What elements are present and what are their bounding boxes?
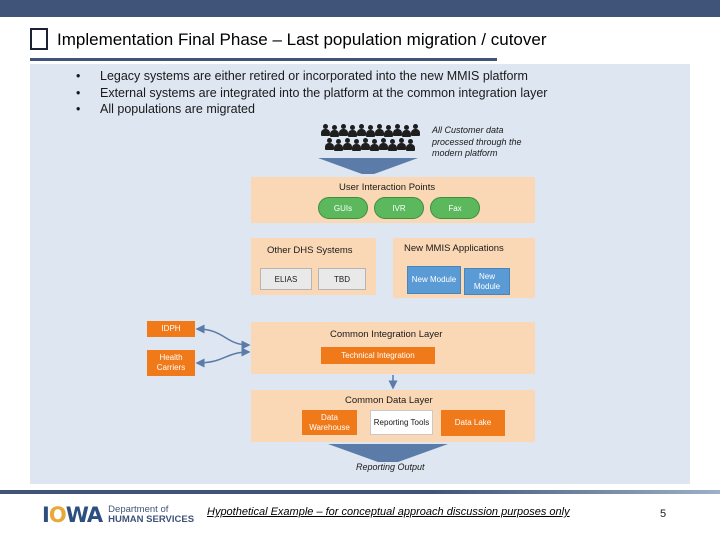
title-checkbox-icon (30, 28, 48, 50)
logo-line1: Department of (108, 504, 169, 515)
bullet-item: • External systems are integrated into th… (76, 85, 547, 102)
mmis-module-1: New Module (407, 266, 461, 294)
person-icon (374, 124, 385, 136)
person-icon (347, 125, 358, 137)
mmis-module-2: New Module (464, 268, 510, 295)
bullet-list: • Legacy systems are either retired or in… (76, 68, 547, 118)
channel-ivr: IVR (374, 197, 424, 219)
mmis-apps-label: New MMIS Applications (404, 243, 504, 254)
logo-line2: HUMAN SERVICES (108, 514, 195, 525)
logo-text: Department of HUMAN SERVICES (108, 505, 194, 525)
bullet-glyph: • (76, 102, 81, 116)
external-health-carriers: Health Carriers (147, 350, 195, 376)
header-bar (0, 0, 720, 17)
user-interaction-label: User Interaction Points (339, 182, 436, 193)
person-icon (342, 138, 353, 150)
slide-title: Implementation Final Phase – Last popula… (57, 30, 547, 49)
person-icon (401, 125, 412, 137)
person-icon (360, 138, 371, 150)
bullet-text: Legacy systems are either retired or inc… (100, 69, 528, 83)
reporting-output-label: Reporting Output (356, 462, 425, 472)
system-tbd: TBD (318, 268, 366, 290)
bullet-text: External systems are integrated into the… (100, 85, 548, 100)
person-icon (405, 139, 416, 151)
reporting-tools-box: Reporting Tools (370, 410, 433, 435)
system-elias: ELIAS (260, 268, 312, 290)
person-icon (351, 139, 362, 151)
bullet-item: • All populations are migrated (76, 101, 547, 118)
data-layer-label: Common Data Layer (345, 395, 433, 406)
footer-bar (0, 490, 720, 494)
external-idph: IDPH (147, 321, 195, 337)
person-icon (383, 125, 394, 137)
dhs-logo: IOWA Department of HUMAN SERVICES (42, 503, 194, 527)
person-icon (410, 124, 421, 136)
channel-guis: GUIs (318, 197, 368, 219)
footer-disclaimer: Hypothetical Example – for conceptual ap… (207, 506, 570, 518)
funnel-arrow-icon (318, 158, 418, 174)
person-icon (392, 124, 403, 136)
person-icon (387, 139, 398, 151)
person-icon (324, 138, 335, 150)
page-number: 5 (660, 508, 667, 520)
bullet-glyph: • (76, 85, 81, 100)
person-icon (329, 125, 340, 137)
title-underline (30, 58, 497, 61)
channel-fax: Fax (430, 197, 480, 219)
person-icon (369, 139, 380, 151)
person-icon (320, 124, 331, 136)
customer-note: All Customer data processed through the … (432, 125, 522, 158)
integration-layer-label: Common Integration Layer (330, 329, 443, 340)
bullet-text: All populations are migrated (100, 102, 255, 116)
bullet-glyph: • (76, 69, 81, 83)
data-warehouse-box: Data Warehouse (302, 410, 357, 435)
customers-people-icon (320, 124, 424, 156)
bullet-item: • Legacy systems are either retired or in… (76, 68, 547, 85)
person-icon (378, 138, 389, 150)
data-lake-box: Data Lake (441, 410, 505, 436)
iowa-logo-icon: IOWA (42, 503, 103, 527)
technical-integration-box: Technical Integration (321, 347, 435, 364)
person-icon (338, 124, 349, 136)
person-icon (365, 125, 376, 137)
person-icon (396, 138, 407, 150)
person-icon (333, 139, 344, 151)
person-icon (356, 124, 367, 136)
other-dhs-label: Other DHS Systems (267, 245, 353, 256)
